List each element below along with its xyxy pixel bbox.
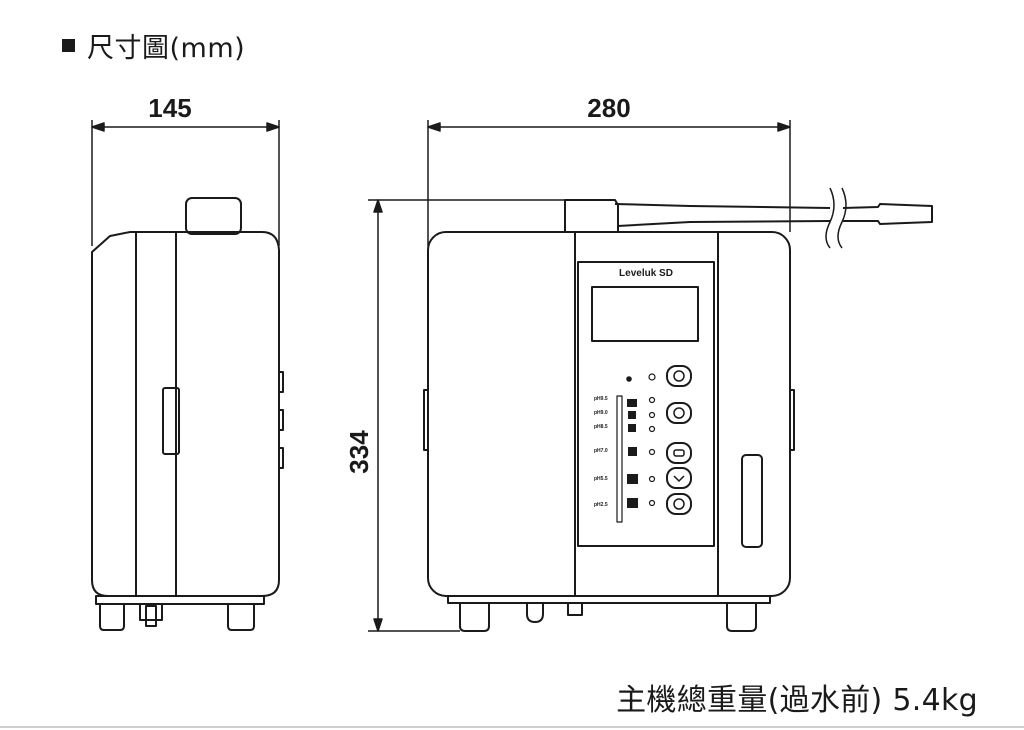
control-panel xyxy=(577,261,715,547)
filter-button[interactable] xyxy=(666,493,692,515)
neutral-icon xyxy=(628,447,637,456)
side-foot xyxy=(99,604,125,631)
side-top-knob xyxy=(185,197,242,235)
water-outlet xyxy=(526,603,544,623)
filter-icon xyxy=(673,498,685,510)
front-base xyxy=(447,595,771,604)
drinking-icon xyxy=(628,411,636,419)
strong-acid-icon xyxy=(627,498,638,508)
power-icon xyxy=(673,370,685,382)
water-level-window xyxy=(741,454,763,548)
brand-logo: Leveluk SD xyxy=(619,268,673,279)
side-foot xyxy=(227,604,255,631)
down-button[interactable] xyxy=(666,467,692,489)
front-view: Leveluk SD pH9.5 pH9.0 pH xyxy=(423,187,933,632)
cooking-icon xyxy=(627,399,637,407)
front-width-dimension xyxy=(427,120,791,246)
bottom-divider xyxy=(0,726,1024,728)
chevron-down-icon xyxy=(673,475,685,482)
page-title-text: 尺寸圖(mm) xyxy=(87,33,246,64)
side-bump xyxy=(279,371,284,393)
side-fitting xyxy=(139,603,163,621)
side-fitting xyxy=(145,605,157,627)
mode-led xyxy=(648,499,656,507)
side-base xyxy=(95,595,265,605)
side-width-dimension xyxy=(91,120,280,246)
height-label: 334 xyxy=(344,430,374,474)
ph-label: pH8.5 xyxy=(594,424,608,430)
side-handle xyxy=(162,387,180,455)
ph-scale-bar xyxy=(616,395,623,523)
hose-break xyxy=(825,187,835,249)
ph-label: pH9.0 xyxy=(594,410,608,416)
hose-top xyxy=(614,203,831,209)
side-body xyxy=(91,231,280,597)
inlet-fitting xyxy=(567,602,583,616)
front-foot xyxy=(459,603,490,632)
indicator-dot xyxy=(626,376,632,382)
page-title: 尺寸圖(mm) xyxy=(62,26,245,65)
front-ear xyxy=(790,389,795,451)
hose-break xyxy=(837,187,847,249)
total-weight-caption: 主機總重量(過水前) 5.4kg xyxy=(616,683,978,718)
ph-label: pH9.5 xyxy=(594,396,608,402)
mode-icon xyxy=(673,407,685,419)
up-button[interactable] xyxy=(666,442,692,464)
ph-label: pH7.0 xyxy=(594,448,608,454)
up-icon xyxy=(673,449,685,457)
side-bump xyxy=(279,447,284,469)
mode-button[interactable] xyxy=(666,402,692,424)
mode-led xyxy=(648,448,656,456)
power-button[interactable] xyxy=(666,365,692,387)
mode-led xyxy=(648,396,656,404)
front-ear xyxy=(423,389,428,451)
hose-tip xyxy=(842,203,933,225)
ph-label: pH2.5 xyxy=(594,502,608,508)
hose-bottom xyxy=(617,220,831,227)
mode-led xyxy=(648,425,656,433)
side-width-label: 145 xyxy=(148,93,191,123)
lcd-screen xyxy=(591,286,699,342)
square-bullet-icon xyxy=(62,39,75,52)
ph-label: pH5.5 xyxy=(594,476,608,482)
side-view xyxy=(91,197,284,631)
indicator-led xyxy=(648,373,656,381)
front-width-label: 280 xyxy=(587,93,630,123)
front-foot xyxy=(726,603,757,632)
side-bump xyxy=(279,409,284,431)
mode-led xyxy=(648,475,656,483)
mode-led xyxy=(648,411,656,419)
height-dimension xyxy=(368,199,565,632)
spout-base xyxy=(564,199,619,233)
beauty-icon xyxy=(627,474,638,484)
baby-icon xyxy=(628,424,636,432)
